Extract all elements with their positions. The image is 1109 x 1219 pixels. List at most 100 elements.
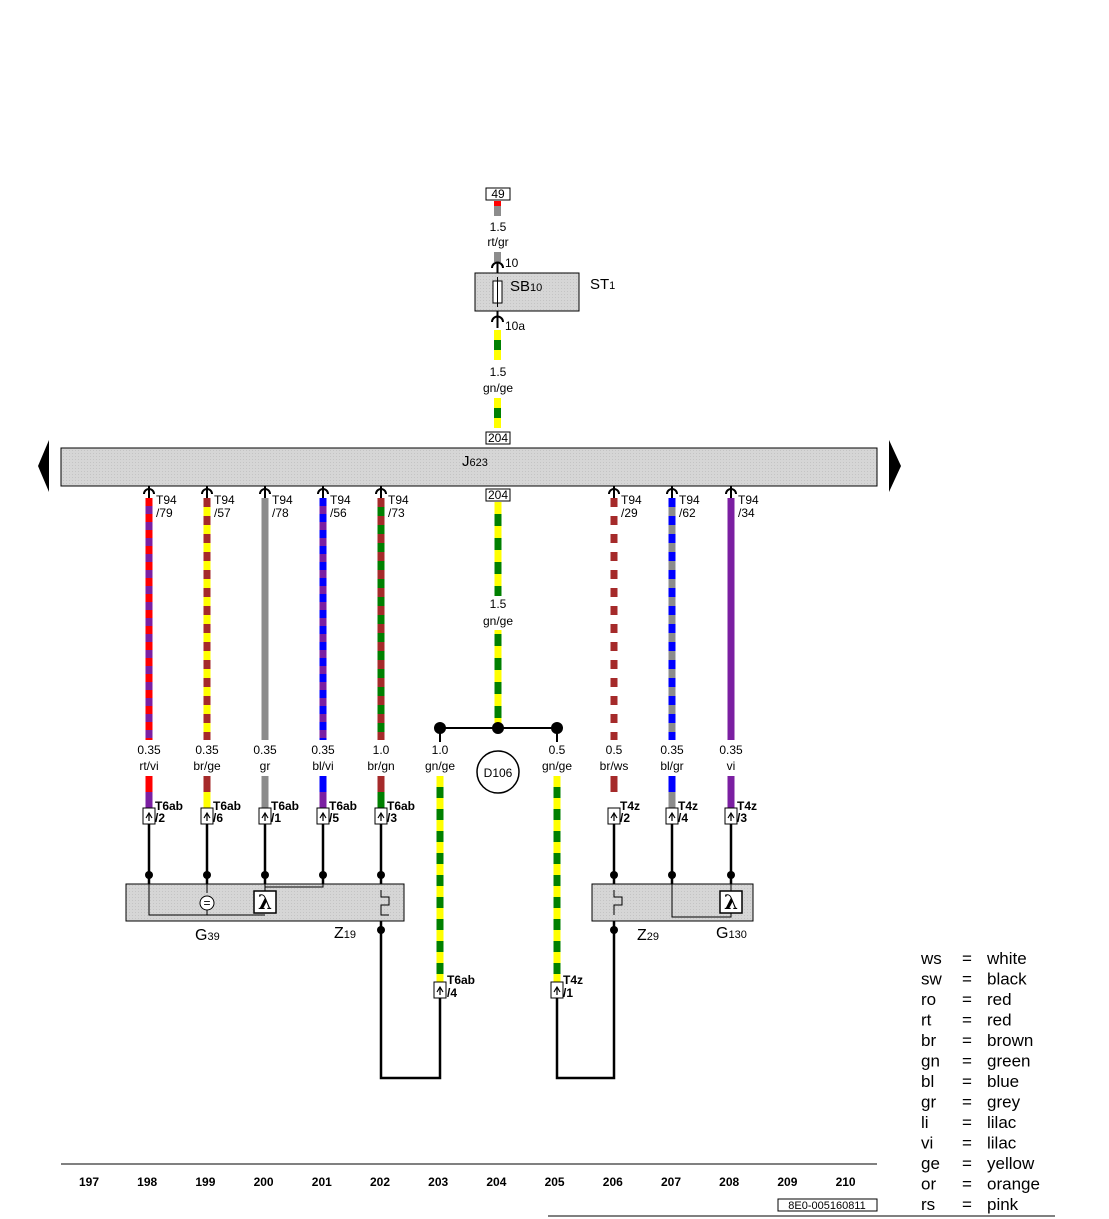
svg-text:T6ab: T6ab (447, 973, 475, 987)
wire-stripe (203, 624, 211, 633)
bus-continue-right-arrow (889, 440, 901, 492)
wire-stripe (668, 516, 676, 525)
column-number: 206 (603, 1175, 623, 1189)
branch-right-stripe (553, 963, 561, 974)
wire-stripe (203, 705, 211, 714)
wire-stripe (668, 723, 676, 732)
branch-left-stripe (436, 908, 444, 919)
wire-stripe (203, 606, 211, 615)
wire-stripe (319, 498, 327, 506)
center-wire-stripe (494, 562, 502, 574)
wire-stripe (261, 552, 269, 561)
wire-stripe (319, 538, 327, 546)
wire-stripe (319, 722, 327, 730)
wire-stripe (319, 634, 327, 642)
wire-color: br/ge (193, 759, 221, 773)
wire-stripe (668, 507, 676, 516)
wire-stripe (377, 705, 385, 714)
wire-stripe (727, 651, 735, 660)
wire-stripe (610, 687, 618, 696)
wire-stripe (610, 615, 618, 624)
branch-right-size: 0.5 (549, 743, 566, 757)
wire-stripe (319, 610, 327, 618)
wire-size: 1.0 (373, 743, 390, 757)
wire-stripe (668, 588, 676, 597)
wire-stripe (261, 633, 269, 642)
legend-eq: = (962, 1195, 972, 1214)
column-number: 207 (661, 1175, 681, 1189)
wire-stripe (145, 514, 153, 522)
wire-stripe (668, 606, 676, 615)
wire-stripe (610, 678, 618, 687)
wire-stripe (145, 586, 153, 594)
wire-pin-no: /62 (679, 506, 696, 520)
branch-left-stripe (436, 930, 444, 941)
wire-stripe (261, 516, 269, 525)
wire-stripe (145, 522, 153, 530)
main-bus-j623: J623 (38, 440, 901, 492)
wire-stripe (261, 642, 269, 651)
wire-stripe (203, 579, 211, 588)
legend-code: ro (921, 990, 936, 1009)
legend-code: ws (920, 949, 942, 968)
wire-stripe (261, 525, 269, 534)
branch-left-stripe (436, 886, 444, 897)
wire-stripe (610, 570, 618, 579)
wire-stripe (610, 525, 618, 534)
wire-stripe (319, 514, 327, 522)
wire-stripe (203, 732, 211, 740)
wire-stripe (610, 732, 618, 740)
legend-eq: = (962, 1093, 972, 1112)
branch-right-stripe (553, 776, 561, 787)
wire-stripe (261, 570, 269, 579)
center-wire-stripe (494, 514, 502, 526)
column-number: 209 (777, 1175, 797, 1189)
legend-name: red (987, 1011, 1012, 1030)
branch-left-stripe (436, 875, 444, 886)
wire-stripe (261, 588, 269, 597)
wire-stripe (319, 658, 327, 666)
column-number: 202 (370, 1175, 390, 1189)
wire-stripe (319, 626, 327, 634)
branch-left-stripe (436, 952, 444, 963)
legend-eq: = (962, 1134, 972, 1153)
wire-stripe (145, 698, 153, 706)
column-number: 198 (137, 1175, 157, 1189)
branch-left-connector: T6ab /4 (433, 973, 475, 1000)
wire-stripe (145, 730, 153, 738)
wire-stripe (261, 543, 269, 552)
wire-stripe (319, 586, 327, 594)
legend-row: rs=pink (921, 1195, 1019, 1214)
wire-color: rt/vi (139, 759, 158, 773)
wire-stripe (610, 498, 618, 507)
legend-eq: = (962, 1011, 972, 1030)
wire-stripe (727, 714, 735, 723)
wire-stripe (668, 561, 676, 570)
center-wire-stripe (494, 550, 502, 562)
branch-left-stripe (436, 842, 444, 853)
wire-color: bl/vi (312, 759, 333, 773)
splice-d106-circle (476, 750, 520, 794)
legend-code: sw (921, 970, 943, 989)
wire-stripe (668, 792, 676, 808)
wire-stripe (668, 687, 676, 696)
wire-stripe (668, 705, 676, 714)
wire-stripe (145, 594, 153, 602)
connector-name: T6ab (387, 799, 415, 813)
connector-no: /6 (213, 811, 223, 825)
center-wire-stripe (494, 538, 502, 550)
wire-stripe (319, 562, 327, 570)
wire-stripe (145, 658, 153, 666)
wire-stripe (610, 597, 618, 606)
wire-stripe (319, 674, 327, 682)
wire-stripe (377, 597, 385, 606)
wire-stripe (727, 776, 735, 792)
wire-pin: T94 (679, 493, 700, 507)
legend-name: red (987, 990, 1012, 1009)
column-number: 204 (486, 1175, 506, 1189)
center-wire-stripe (494, 586, 502, 598)
pin-10-label: 10 (505, 256, 519, 270)
